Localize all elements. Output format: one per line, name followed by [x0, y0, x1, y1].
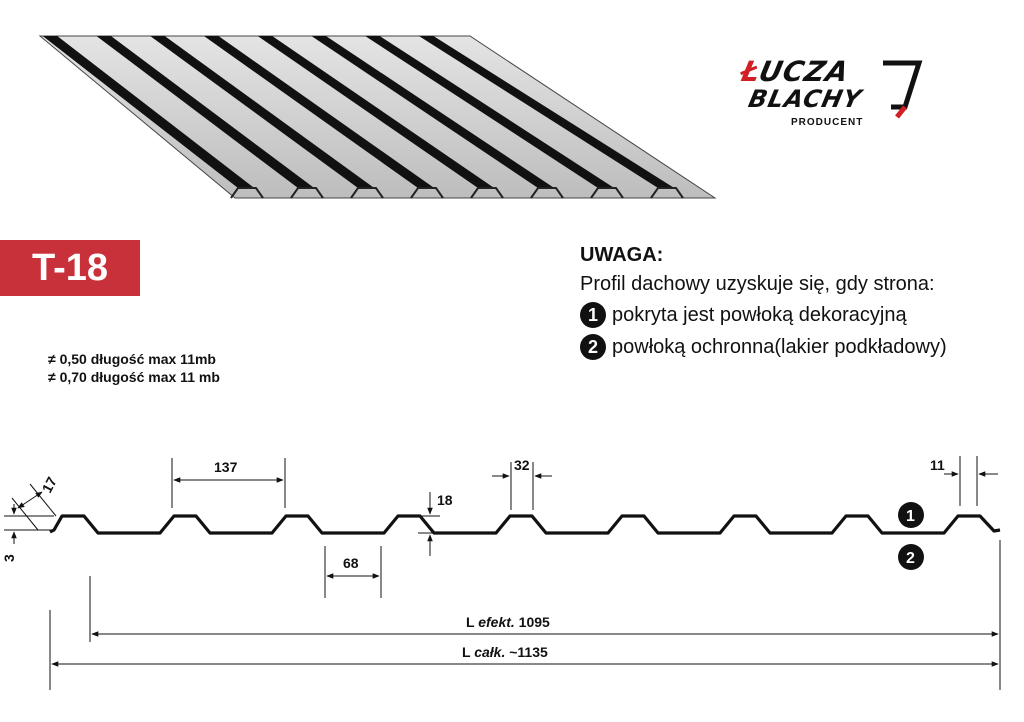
logo-rest: UCZA — [755, 55, 853, 88]
sheet-front-ridge — [230, 187, 264, 199]
sheet-rib-shadow — [150, 36, 375, 188]
dim-rib-height: 18 — [437, 492, 453, 508]
logo-subtitle: PRODUCENT — [791, 117, 864, 128]
logo-line-1: ŁUCZA — [737, 55, 852, 88]
sheet-front-ridge — [410, 187, 444, 199]
side-2-marker-icon — [898, 544, 924, 570]
note-item-text: pokryta jest powłoką dekoracyjną — [612, 304, 907, 326]
dim-l-effective: L efekt. 1095 — [466, 614, 550, 630]
company-logo: ŁUCZA BLACHY PRODUCENT — [735, 55, 925, 135]
dim-edge-3: 3 — [1, 554, 17, 562]
logo-bracket-icon — [883, 60, 923, 119]
sheet-rib-shadow — [418, 36, 675, 188]
sheet-rib-shadow — [311, 36, 555, 188]
note-item-1: 1 pokryta jest powłoką dekoracyjną — [580, 299, 1010, 331]
sheet-front-ridge — [650, 187, 684, 199]
sheet-rib-shadow — [42, 36, 255, 188]
side-1-marker-icon — [898, 502, 924, 528]
note-title: UWAGA: — [580, 244, 664, 266]
dim-l-total: L całk. ~1135 — [462, 644, 548, 660]
note-intro: Profil dachowy uzyskuje się, gdy strona: — [580, 273, 935, 295]
note-item-2: 2 powłoką ochronna(lakier podkładowy) — [580, 331, 1010, 363]
dim-rib-top: 32 — [514, 457, 530, 473]
sheet-rib-shadow — [203, 36, 435, 188]
product-badge: T-18 — [0, 240, 140, 296]
dim-edge-17: 17 — [39, 474, 61, 495]
sheet-front-ridge — [290, 187, 324, 199]
logo-line-2: BLACHY — [746, 85, 865, 113]
sheet-front-ridge — [470, 187, 504, 199]
dim-edge-11: 11 — [930, 457, 945, 473]
profile-drawing: 137 68 32 18 11 17 3 L efekt. 1095 L cał… — [1, 456, 1001, 690]
sheet-front-ridge — [350, 187, 384, 199]
sheet-front-ridge — [590, 187, 624, 199]
sheet-rib-shadow — [96, 36, 315, 188]
side-1-label: 1 — [906, 508, 915, 525]
profile-line — [49, 514, 1001, 535]
number-2-icon: 2 — [580, 334, 606, 360]
sheet-rib-shadow — [257, 36, 495, 188]
sheet-rib-shadow — [365, 36, 615, 188]
dim-valley: 68 — [343, 555, 359, 571]
sheet-illustration — [38, 35, 717, 199]
note-item-text: powłoką ochronna(lakier podkładowy) — [612, 336, 947, 358]
sheet-front-ridge — [530, 187, 564, 199]
number-1-icon: 1 — [580, 302, 606, 328]
side-2-label: 2 — [906, 550, 915, 567]
spec-list: ≠ 0,50 długość max 11mb ≠ 0,70 długość m… — [48, 350, 220, 386]
spec-line: ≠ 0,50 długość max 11mb — [48, 351, 216, 367]
dim-rib-pitch: 137 — [214, 459, 238, 475]
note-block: UWAGA: Profil dachowy uzyskuje się, gdy … — [580, 244, 1010, 363]
spec-line: ≠ 0,70 długość max 11 mb — [48, 369, 220, 385]
